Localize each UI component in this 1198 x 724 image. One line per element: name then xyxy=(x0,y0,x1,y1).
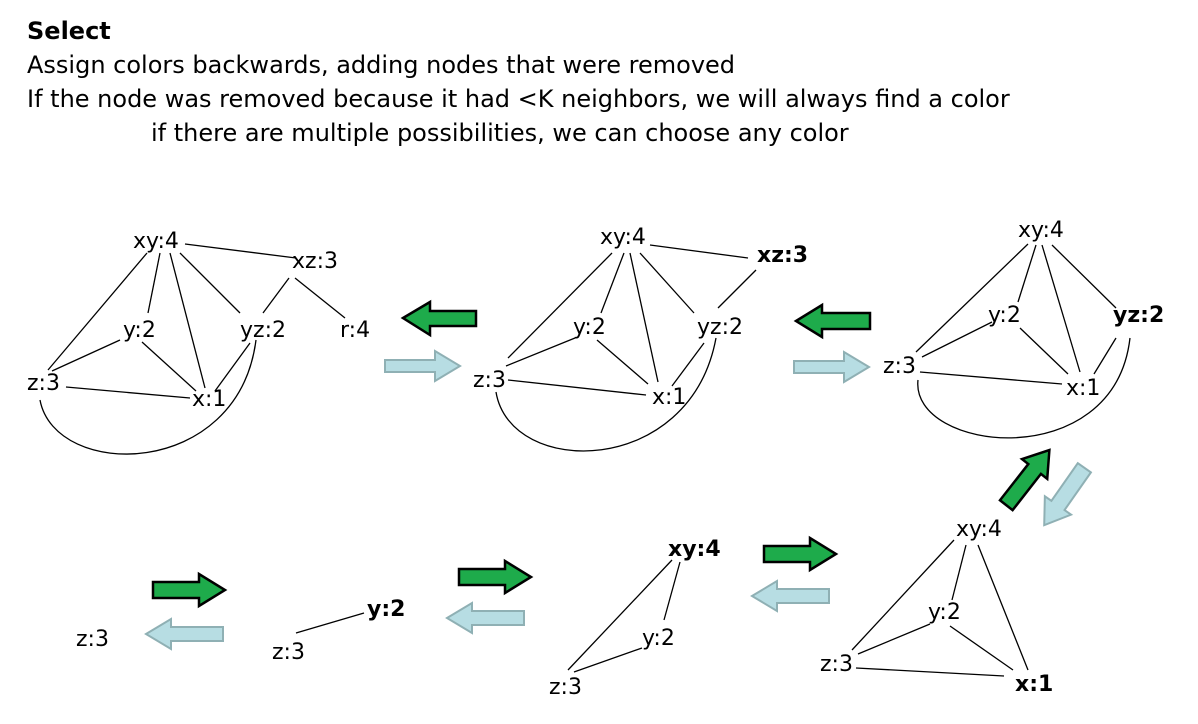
edge xyxy=(949,625,1014,671)
edge xyxy=(951,544,967,601)
graph-2: xy:4 xz:3 y:2 yz:2 z:3 x:1 xyxy=(473,225,808,452)
green-arrow-right xyxy=(151,571,228,609)
node-xy: xy:4 xyxy=(133,229,179,254)
graph-6: y:2 z:3 xyxy=(272,597,405,665)
edge xyxy=(977,544,1029,671)
edge xyxy=(51,339,121,372)
edge xyxy=(179,252,241,314)
edge xyxy=(65,386,191,399)
edge xyxy=(919,371,1063,385)
blue-arrow-left xyxy=(750,579,830,613)
edge xyxy=(915,243,1029,353)
edge xyxy=(184,243,297,259)
node-y: y:2 xyxy=(988,303,1021,328)
blue-arrow-right xyxy=(793,350,871,384)
edge xyxy=(671,342,705,387)
edge xyxy=(505,337,576,367)
node-y: y:2 xyxy=(367,597,405,622)
node-y: y:2 xyxy=(123,318,156,343)
green-arrow-up xyxy=(998,448,1051,512)
node-z: z:3 xyxy=(272,640,305,665)
edge xyxy=(917,337,1131,439)
node-z: z:3 xyxy=(820,652,853,677)
blue-arrow-down-shape xyxy=(1043,461,1093,527)
blue-arrow-left xyxy=(445,601,525,635)
node-z: z:3 xyxy=(549,675,582,700)
green-arrow-right xyxy=(457,558,534,596)
graph-4: xy:4 y:2 z:3 x:1 xyxy=(820,517,1053,697)
text-line-1: Assign colors backwards, adding nodes th… xyxy=(27,51,736,79)
edge xyxy=(717,269,757,309)
edge xyxy=(47,252,148,371)
blue-arrow-down xyxy=(1043,461,1093,527)
edge xyxy=(1017,244,1037,303)
node-x: x:1 xyxy=(652,385,686,410)
edge xyxy=(39,339,257,455)
node-r: r:4 xyxy=(340,318,370,343)
node-z: z:3 xyxy=(27,371,60,396)
edge xyxy=(1041,244,1081,373)
edge xyxy=(141,341,197,392)
graph-1: xy:4 xz:3 y:2 yz:2 r:4 z:3 x:1 xyxy=(27,229,370,455)
text-line-3: if there are multiple possibilities, we … xyxy=(151,119,849,147)
green-arrow-up-shape xyxy=(998,448,1051,512)
node-x: x:1 xyxy=(1015,672,1053,697)
node-yz: yz:2 xyxy=(1113,303,1164,328)
edge xyxy=(600,252,625,314)
node-yz: yz:2 xyxy=(240,318,286,343)
edge xyxy=(1093,337,1117,375)
node-xy: xy:4 xyxy=(600,225,646,250)
blue-arrow-right xyxy=(384,349,462,383)
node-x: x:1 xyxy=(192,387,226,412)
node-y: y:2 xyxy=(573,315,606,340)
node-z: z:3 xyxy=(883,354,916,379)
node-xy: xy:4 xyxy=(1018,218,1064,243)
edge xyxy=(649,244,749,259)
node-xz: xz:3 xyxy=(292,249,338,274)
edge xyxy=(851,539,955,651)
edge xyxy=(857,623,931,655)
node-z: z:3 xyxy=(473,368,506,393)
slide-header: Select Assign colors backwards, adding n… xyxy=(27,14,1177,150)
edge xyxy=(1051,244,1117,309)
graph-5: xy:4 y:2 z:3 xyxy=(549,537,721,700)
node-yz: yz:2 xyxy=(697,315,743,340)
blue-arrow-left xyxy=(144,617,224,651)
edge xyxy=(294,277,346,319)
slide-title: Select xyxy=(27,17,111,45)
edge xyxy=(567,559,673,671)
green-arrow-right xyxy=(762,535,839,573)
node-xz: xz:3 xyxy=(757,243,808,268)
edge xyxy=(663,561,681,621)
edge xyxy=(629,252,659,383)
edge xyxy=(495,337,717,452)
edge xyxy=(1019,327,1069,375)
edge xyxy=(507,379,647,396)
edge xyxy=(639,252,695,314)
edge xyxy=(507,252,613,359)
edge xyxy=(596,339,649,385)
text-line-2: If the node was removed because it had <… xyxy=(27,85,1010,113)
green-arrow-left xyxy=(793,302,872,340)
node-y: y:2 xyxy=(642,626,675,651)
edge xyxy=(921,321,993,358)
node-xy: xy:4 xyxy=(668,537,721,562)
node-y: y:2 xyxy=(928,600,961,625)
edge xyxy=(262,277,290,314)
edge xyxy=(573,647,643,673)
node-x: x:1 xyxy=(1066,376,1100,401)
green-arrow-left xyxy=(400,299,478,338)
edge xyxy=(147,252,161,314)
edge xyxy=(295,612,365,634)
node-z: z:3 xyxy=(76,627,109,652)
node-xy: xy:4 xyxy=(956,517,1002,542)
edge xyxy=(169,252,206,389)
graph-7: z:3 xyxy=(76,627,109,652)
edge xyxy=(214,342,251,392)
edge xyxy=(855,667,1005,677)
graph-3: xy:4 y:2 yz:2 z:3 x:1 xyxy=(883,218,1164,439)
